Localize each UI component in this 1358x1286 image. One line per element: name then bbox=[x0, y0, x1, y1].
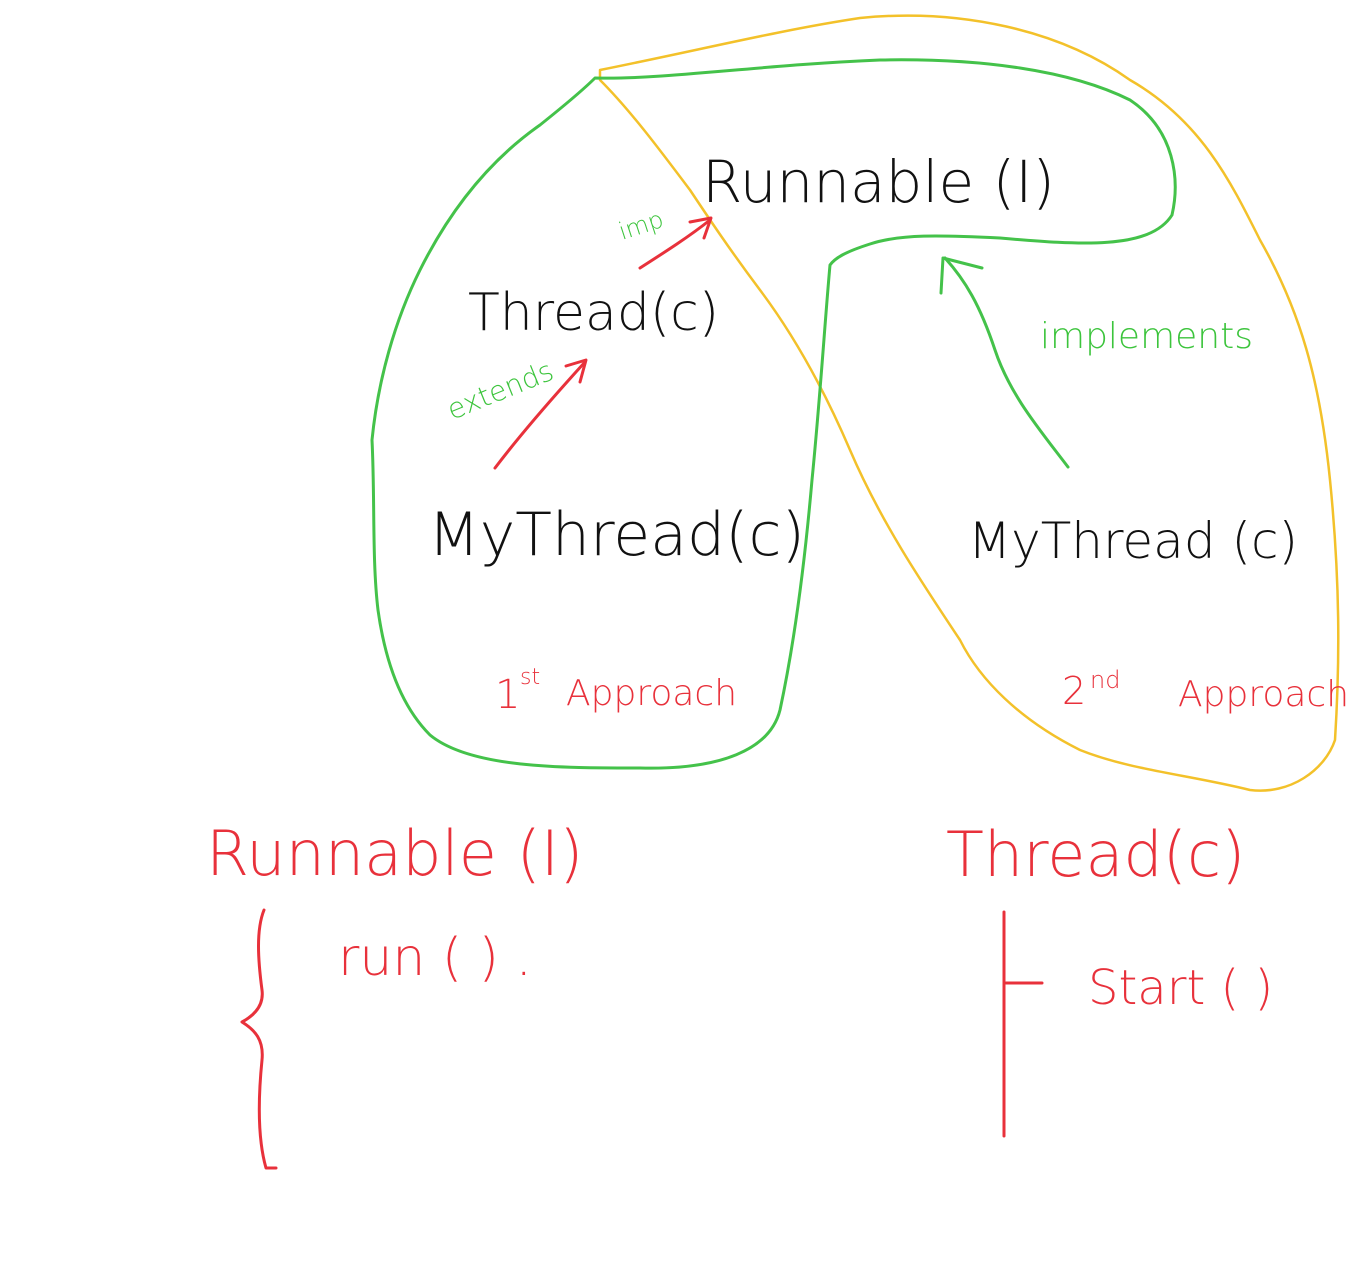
implements-label: implements bbox=[1040, 316, 1253, 357]
thread-class-label: Thread(c) bbox=[468, 283, 719, 343]
imp-label: imp bbox=[615, 205, 667, 246]
first-approach-outline bbox=[370, 58, 1177, 770]
mythread-left-label: MyThread(c) bbox=[428, 500, 805, 570]
runnable-brace bbox=[240, 908, 278, 1170]
first-approach-label: Approach bbox=[566, 673, 737, 714]
extends-arrow bbox=[493, 358, 588, 470]
extends-label: extends bbox=[442, 354, 558, 426]
second-approach-outline bbox=[598, 14, 1340, 792]
runnable-definition-title: Runnable (I) bbox=[206, 817, 583, 890]
first-approach-number: 1 bbox=[495, 672, 520, 718]
second-approach-label: Approach bbox=[1178, 674, 1349, 715]
second-approach-number: 2 bbox=[1062, 669, 1086, 713]
implements-arrow bbox=[939, 256, 1070, 469]
run-method-label: run ( ) . bbox=[338, 928, 532, 988]
runnable-interface-label: Runnable (I) bbox=[702, 148, 1055, 216]
imp-arrow bbox=[638, 216, 713, 270]
second-approach-superscript: nd bbox=[1090, 666, 1120, 694]
start-method-label: Start ( ) bbox=[1088, 960, 1273, 1016]
thread-definition-title: Thread(c) bbox=[946, 818, 1245, 891]
first-approach-superscript: st bbox=[520, 665, 540, 690]
mythread-right-label: MyThread (c) bbox=[968, 512, 1298, 570]
